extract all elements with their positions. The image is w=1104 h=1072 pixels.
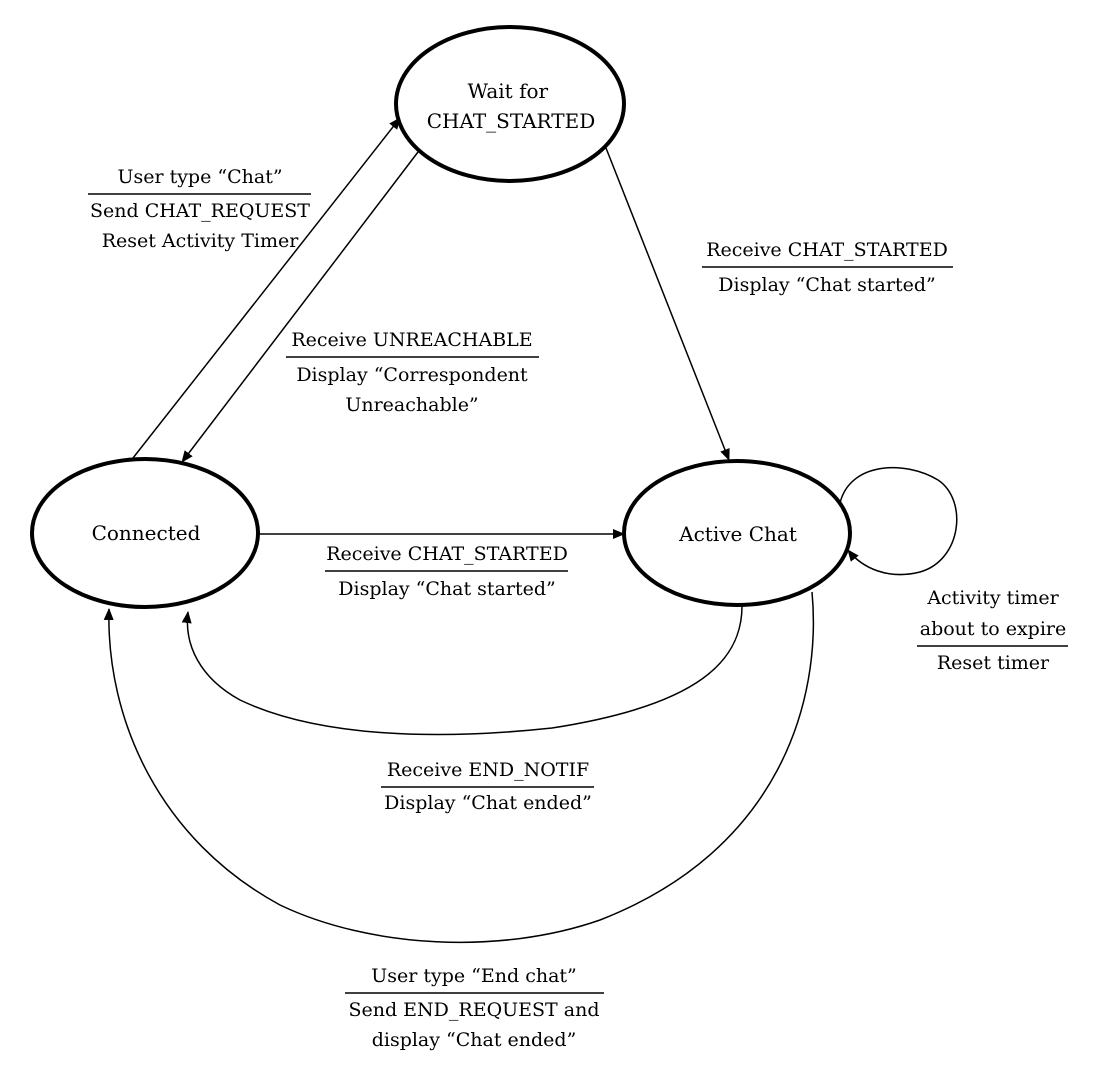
label-active-to-connected-user-end: User type “End chat” Send END_REQUEST an… (345, 965, 604, 1051)
transition-event: Receive CHAT_STARTED (326, 543, 568, 565)
transition-action: Reset timer (937, 652, 1050, 674)
transition-action: Unreachable” (345, 394, 478, 416)
edge-connected-to-wait (132, 117, 401, 459)
label-active-self-loop: Activity timer about to expire Reset tim… (917, 587, 1068, 674)
state-active-chat-label: Active Chat (678, 522, 797, 546)
transition-event: User type “End chat” (371, 965, 577, 987)
state-connected (30, 457, 260, 609)
transition-event: Receive END_NOTIF (387, 759, 589, 781)
transition-action: Reset Activity Timer (102, 230, 300, 252)
transition-action: Display “Chat started” (718, 274, 935, 296)
state-wait-for-chat-started-label: Wait for CHAT_STARTED (427, 79, 596, 133)
transition-action: Send END_REQUEST and (348, 999, 599, 1021)
transition-action: Display “Chat ended” (384, 792, 592, 814)
label-connected-to-wait: User type “Chat” Send CHAT_REQUEST Reset… (88, 166, 311, 252)
transition-action: Send CHAT_REQUEST (90, 200, 310, 222)
edge-active-to-connected-end-notif (181, 605, 743, 736)
transition-event: User type “Chat” (117, 166, 282, 188)
label-wait-to-connected: Receive UNREACHABLE Display “Corresponde… (286, 329, 539, 416)
state-wait-line-2: CHAT_STARTED (427, 109, 596, 133)
transition-action: display “Chat ended” (372, 1029, 577, 1051)
label-connected-to-active: Receive CHAT_STARTED Display “Chat start… (325, 543, 568, 600)
state-active-chat (622, 459, 852, 607)
edge-wait-to-connected (181, 151, 419, 463)
transition-event: Activity timer (926, 587, 1059, 609)
label-wait-to-active: Receive CHAT_STARTED Display “Chat start… (702, 239, 953, 296)
edge-active-self-loop (839, 466, 958, 576)
state-connected-label: Connected (92, 521, 201, 545)
state-wait-line-1: Wait for (468, 79, 549, 103)
edge-wait-to-active (605, 147, 730, 461)
transition-event: Receive CHAT_STARTED (706, 239, 948, 261)
transition-event: Receive UNREACHABLE (291, 329, 532, 351)
state-wait-for-chat-started (394, 25, 626, 183)
transition-event: about to expire (920, 618, 1066, 640)
edge-active-to-connected-user-end (103, 591, 815, 944)
transition-action: Display “Correspondent (296, 364, 528, 386)
transition-action: Display “Chat started” (338, 578, 555, 600)
label-active-to-connected-end-notif: Receive END_NOTIF Display “Chat ended” (381, 759, 594, 814)
